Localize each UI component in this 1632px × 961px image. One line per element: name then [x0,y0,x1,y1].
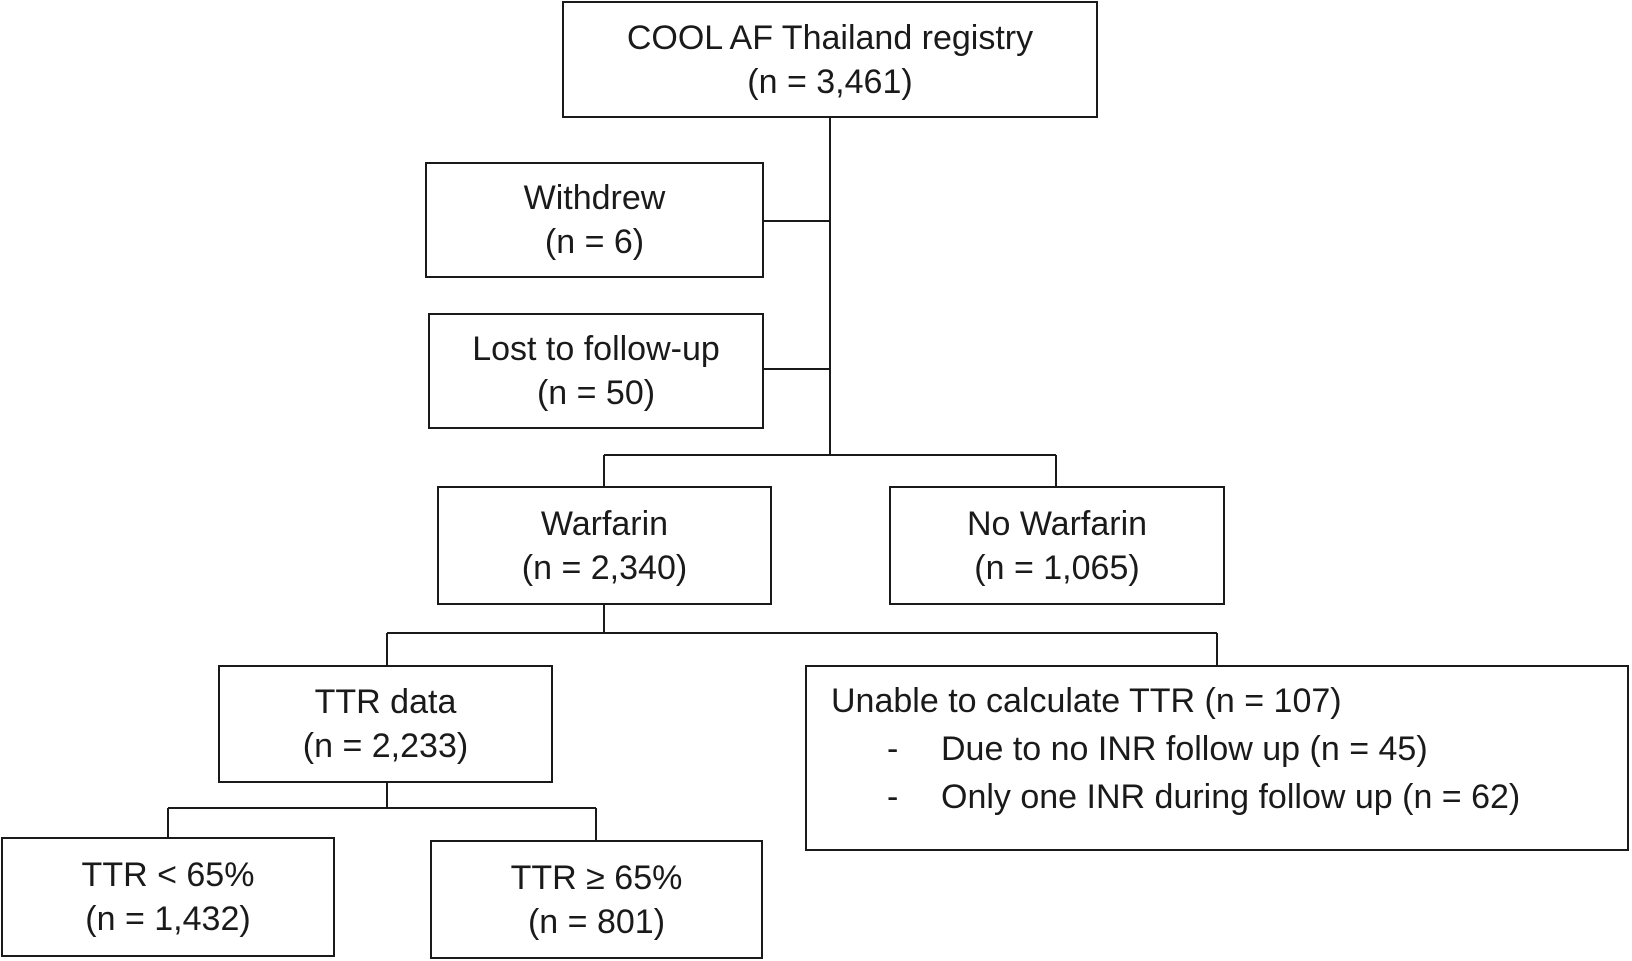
unable-reason-text: Only one INR during follow up (n = 62) [941,778,1521,816]
ttr-high-count: (n = 801) [527,902,666,941]
registry-title: COOL AF Thailand registry [626,18,1034,57]
no-warfarin-title: No Warfarin [966,504,1148,543]
registry-box: COOL AF Thailand registry (n = 3,461) [562,1,1098,118]
unable-title: Unable to calculate TTR (n = 107) [831,682,1342,720]
registry-count: (n = 3,461) [747,62,913,101]
withdrew-count: (n = 6) [544,223,645,261]
lost-title: Lost to follow-up [472,330,720,368]
unable-reason-text: Due to no INR follow up (n = 45) [941,730,1428,768]
ttr-low-count: (n = 1,432) [85,900,251,938]
bullet-marker: - [887,778,899,816]
ttr-data-count: (n = 2,233) [302,727,469,765]
ttr-data-box: TTR data (n = 2,233) [218,665,553,783]
withdrew-box: Withdrew (n = 6) [425,162,764,278]
unable-box: Unable to calculate TTR (n = 107) - Due … [805,665,1629,851]
no-warfarin-count: (n = 1,065) [974,548,1140,587]
withdrew-title: Withdrew [523,179,666,217]
ttr-high-title: TTR ≥ 65% [510,858,683,897]
unable-reason-item: - Due to no INR follow up (n = 45) [831,727,1428,771]
ttr-data-title: TTR data [314,683,457,721]
warfarin-title: Warfarin [540,504,669,543]
lost-count: (n = 50) [536,374,656,412]
ttr-low-title: TTR < 65% [81,856,255,894]
warfarin-count: (n = 2,340) [521,548,688,587]
unable-reason-item: - Only one INR during follow up (n = 62) [831,775,1520,819]
bullet-marker: - [887,730,899,768]
ttr-low-box: TTR < 65% (n = 1,432) [1,837,335,957]
no-warfarin-box: No Warfarin (n = 1,065) [889,486,1225,605]
lost-box: Lost to follow-up (n = 50) [428,313,764,429]
warfarin-box: Warfarin (n = 2,340) [437,486,772,605]
ttr-high-box: TTR ≥ 65% (n = 801) [430,840,763,959]
